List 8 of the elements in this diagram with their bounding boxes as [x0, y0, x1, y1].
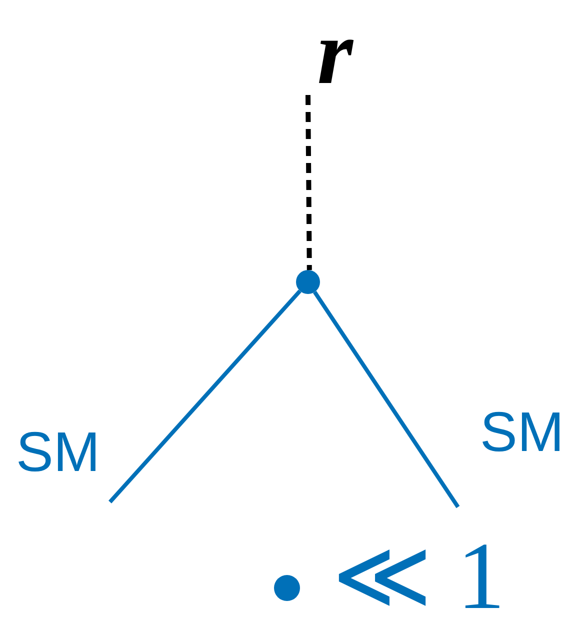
particle-line: [313, 290, 460, 508]
dashed-line: [306, 94, 312, 270]
particle-line: [108, 290, 302, 504]
math-expression: ≪ 1: [332, 528, 505, 617]
particle-label: SM: [16, 424, 100, 480]
vertex-dot: [296, 270, 320, 294]
particle-label: SM: [480, 404, 564, 460]
variable-label: r: [300, 10, 370, 95]
